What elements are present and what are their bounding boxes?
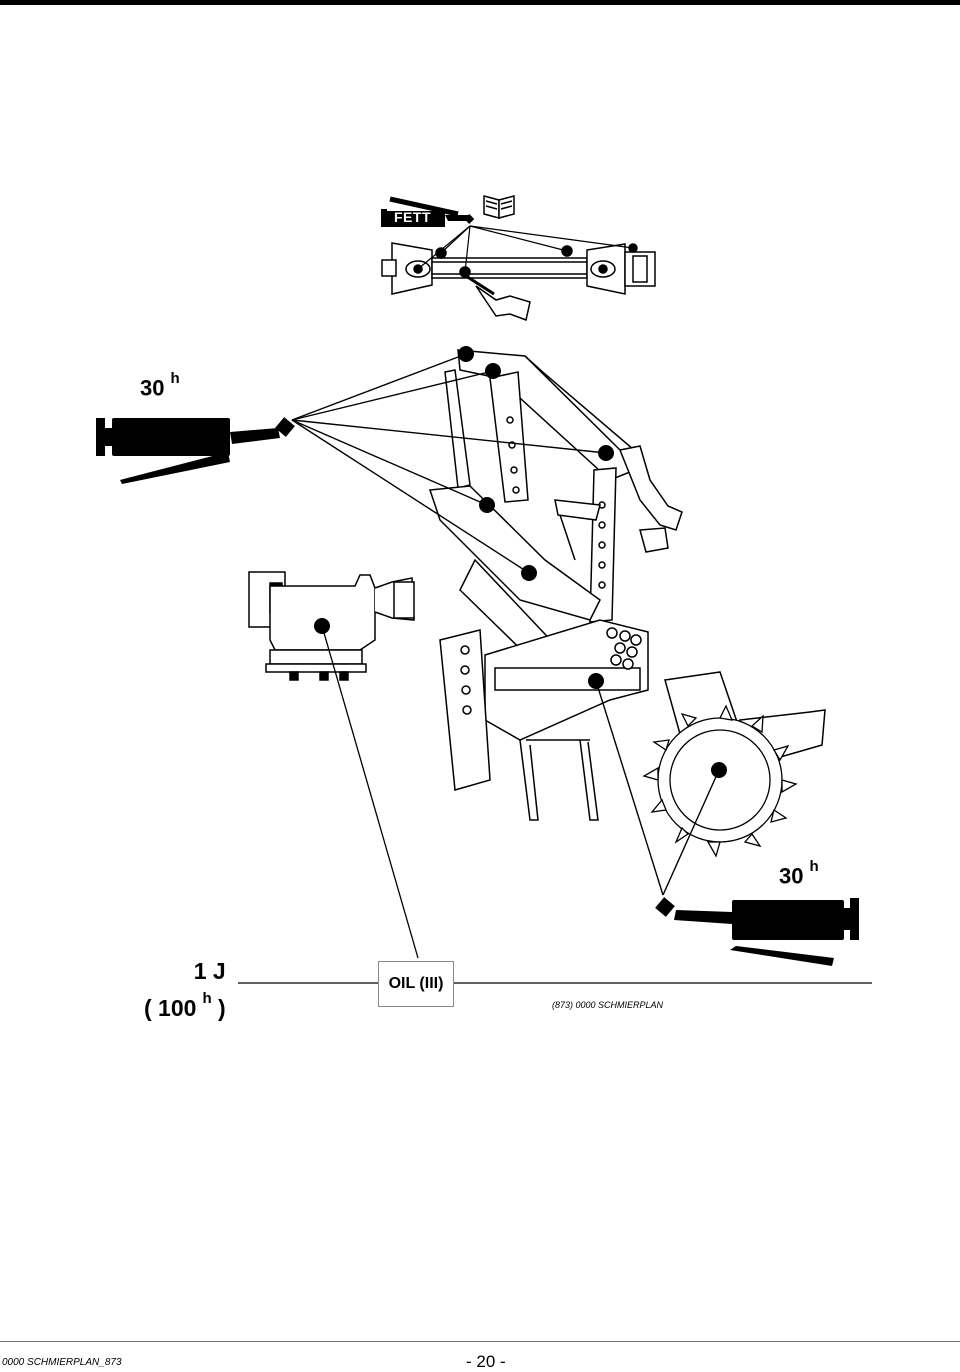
oil-leader-line bbox=[321, 625, 419, 959]
grease-interval-left: 30 h bbox=[140, 370, 180, 401]
document-id: 0000 SCHMIERPLAN_873 bbox=[2, 1357, 122, 1368]
oil-interval-year: 1 J bbox=[193, 958, 226, 984]
pto-grease-leader-lines bbox=[417, 225, 634, 273]
page-number: - 20 - bbox=[466, 1352, 506, 1371]
manual-book-icon bbox=[483, 195, 515, 219]
grease-points bbox=[314, 346, 727, 778]
figure-caption: (873) 0000 SCHMIERPLAN bbox=[552, 1000, 664, 1010]
interval-unit: h bbox=[170, 370, 180, 387]
footer-divider bbox=[0, 1341, 960, 1342]
grease-leader-lines-right bbox=[595, 680, 720, 896]
fett-label: FETT bbox=[394, 209, 431, 225]
gearbox-drawing bbox=[248, 571, 415, 681]
pto-shaft-drawing bbox=[381, 242, 656, 322]
top-border bbox=[0, 0, 960, 5]
interval-value: 30 bbox=[140, 375, 165, 401]
interval-unit: h bbox=[809, 858, 819, 875]
oil-type-box: OIL (III) bbox=[378, 961, 454, 1007]
grease-gun-right-icon bbox=[655, 897, 859, 966]
mulcher-frame-drawing bbox=[428, 349, 826, 821]
rotor-drum-drawing bbox=[642, 704, 798, 858]
grease-leader-lines-left bbox=[291, 353, 607, 574]
grease-gun-left-icon bbox=[96, 417, 295, 484]
grease-interval-right: 30 h bbox=[779, 858, 819, 889]
grease-gun-fett-icon bbox=[381, 196, 475, 227]
interval-value: 30 bbox=[779, 863, 804, 889]
